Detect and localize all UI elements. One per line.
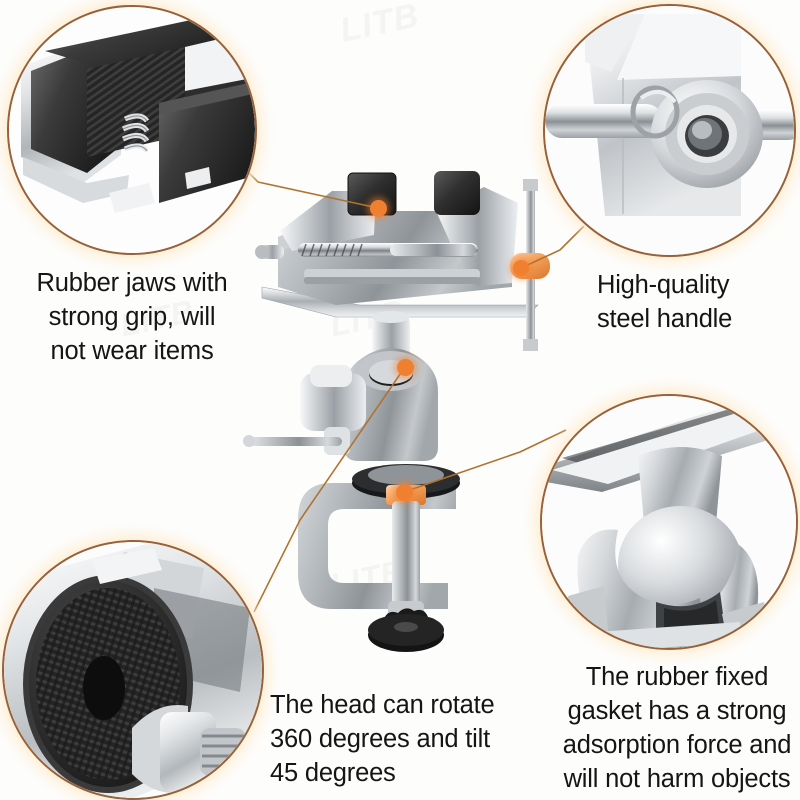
caption-line: The rubber fixed — [585, 663, 769, 691]
caption-line: gasket has a strong — [567, 697, 787, 725]
steel-handle-closeup — [545, 6, 794, 255]
rubber-base-gasket-closeup — [4, 542, 262, 798]
caption-line: High-quality — [597, 271, 730, 299]
callout-circle-rubber-gasket — [540, 394, 798, 650]
product-illustration-vise — [240, 165, 580, 665]
caption-line: 360 degrees and tilt — [270, 725, 490, 753]
watermark-litb: LITB — [336, 0, 423, 50]
marker-dot-rubber-jaws — [370, 200, 387, 217]
vise-vector — [243, 171, 550, 652]
ball-joint-gasket-closeup — [542, 396, 796, 648]
marker-dot-rotating-head — [397, 359, 414, 376]
rubber-jaws-closeup — [9, 7, 255, 253]
caption-rubber-jaws: Rubber jaws with strong grip, will not wea… — [12, 266, 252, 368]
caption-line: steel handle — [597, 305, 733, 333]
caption-line: strong grip, will — [48, 303, 216, 331]
marker-dot-steel-handle — [513, 260, 529, 276]
marker-dot-rubber-gasket — [396, 484, 413, 501]
caption-steel-handle: High-quality steel handle — [597, 268, 797, 336]
caption-line: Rubber jaws with — [36, 269, 228, 297]
caption-line: will not harm objects — [563, 765, 791, 793]
callout-circle-rubber-jaws — [7, 5, 257, 255]
caption-line: 45 degrees — [270, 759, 396, 787]
callout-circle-steel-handle — [543, 4, 796, 257]
caption-line: adsorption force and — [562, 731, 792, 759]
caption-rotating-head: The head can rotate 360 degrees and tilt 4… — [270, 688, 520, 790]
callout-circle-rotating-head — [2, 540, 264, 800]
caption-line: The head can rotate — [270, 691, 495, 719]
caption-line: not wear items — [50, 337, 214, 365]
caption-rubber-gasket: The rubber fixed gasket has a strong adsor… — [554, 660, 800, 796]
